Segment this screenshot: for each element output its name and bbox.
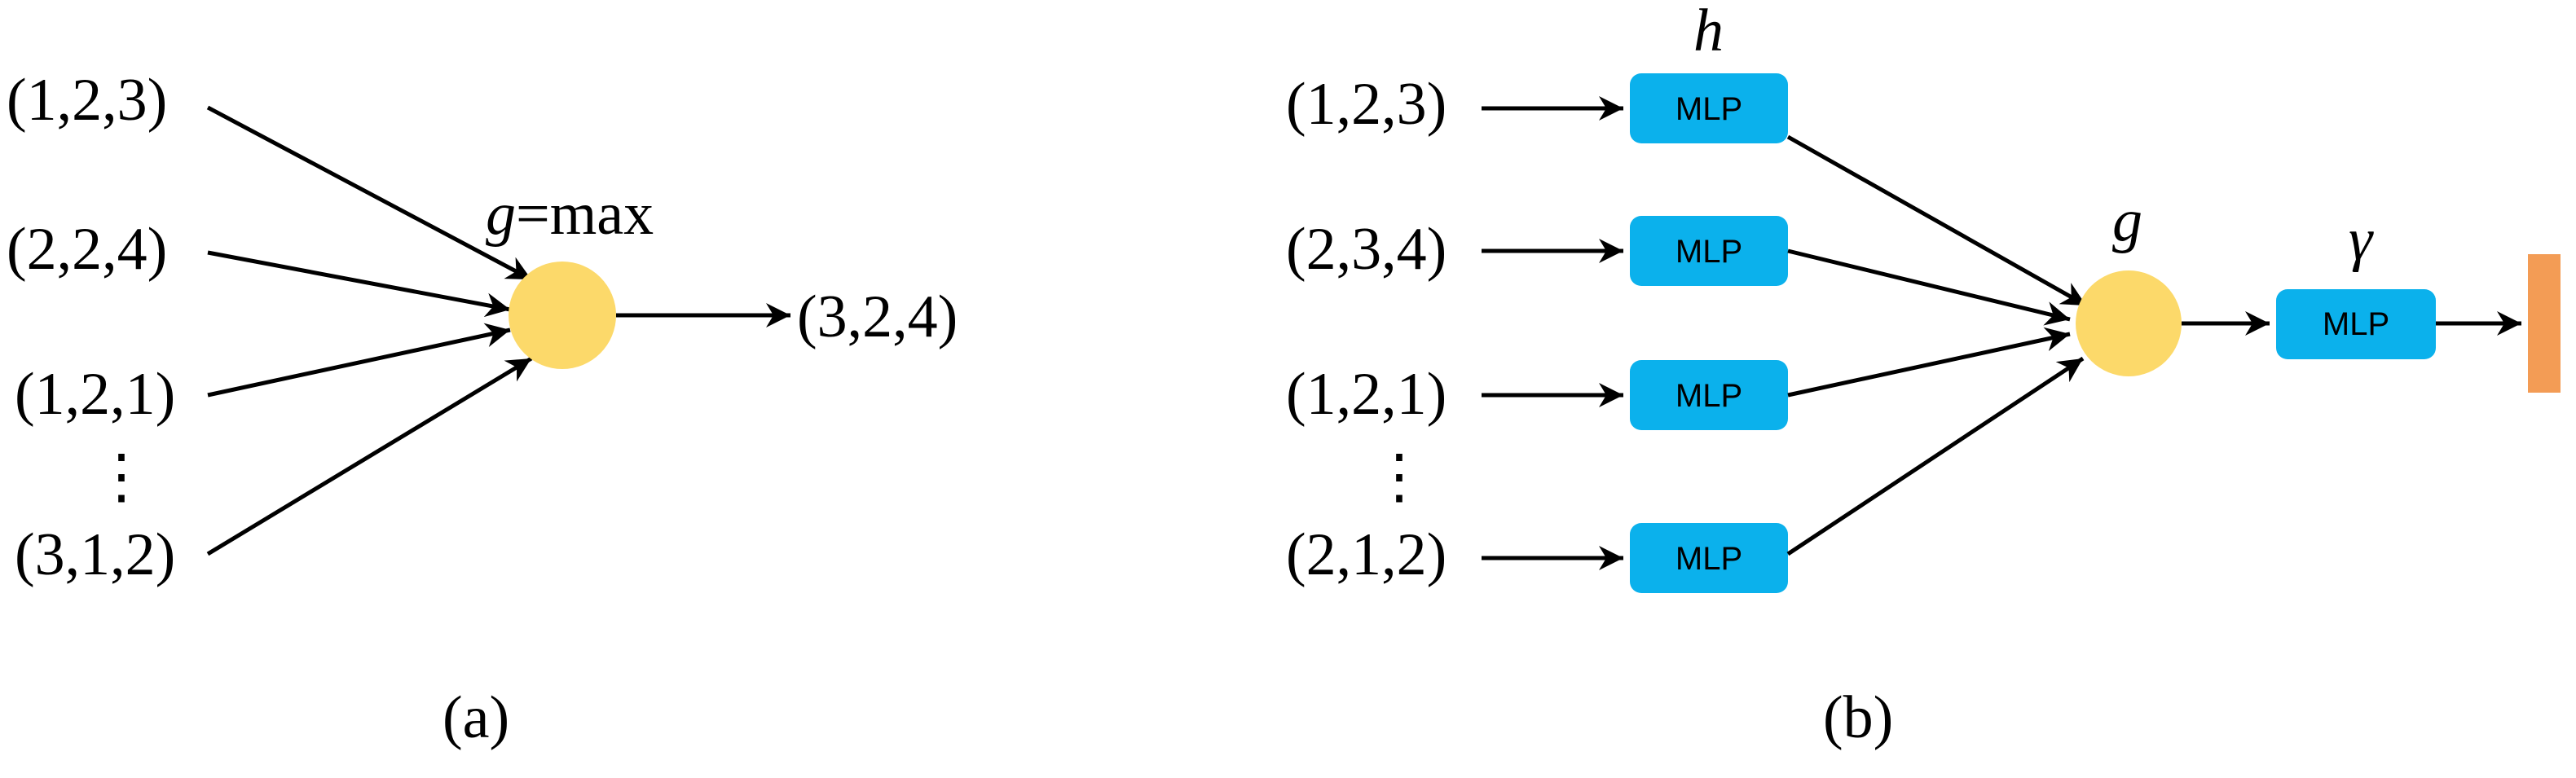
panel-b-edge-mid-3 — [1787, 327, 2071, 398]
mlp-label: MLP — [2323, 306, 2389, 342]
panel-b-g-label: g — [2112, 187, 2142, 254]
panel-b-input-2: (2,3,4) — [1286, 216, 1447, 283]
panel-a-max-node — [509, 262, 616, 369]
panel-a-edge-2 — [207, 250, 511, 318]
panel-b-caption: (b) — [1823, 684, 1893, 751]
panel-a-node-label: g=max — [486, 181, 654, 248]
panel-b-edge-mid-1 — [1786, 134, 2088, 308]
panel-a-output: (3,2,4) — [797, 284, 958, 350]
panel-b-input-4: (2,1,2) — [1286, 521, 1447, 588]
panel-a-input-1: (1,2,3) — [7, 67, 167, 134]
panel-b-g-node — [2076, 270, 2182, 376]
panel-b-input-3: (1,2,1) — [1286, 361, 1447, 428]
panel-b-gamma-label: γ — [2349, 206, 2374, 273]
panel-a-ellipsis: ⋮ — [91, 444, 152, 511]
panel-b-edge-mid-4 — [1786, 356, 2085, 556]
panel-a-input-2: (2,2,4) — [7, 216, 167, 283]
mlp-label: MLP — [1676, 541, 1742, 577]
panel-a-input-3: (1,2,1) — [15, 361, 175, 428]
panel-b-h-label: h — [1693, 0, 1724, 64]
panel-b-mlp-3: MLP — [1630, 360, 1788, 430]
panel-b-output-bar — [2528, 254, 2561, 393]
panel-b-mlp-4: MLP — [1630, 523, 1788, 593]
panel-b-mlp-1: MLP — [1630, 73, 1788, 143]
panel-a-edge-4 — [206, 356, 533, 556]
panel-b-ellipsis: ⋮ — [1369, 444, 1429, 511]
panel-a-caption: (a) — [443, 684, 509, 751]
mlp-label: MLP — [1676, 378, 1742, 414]
panel-a-edge-1 — [206, 105, 533, 282]
mlp-label: MLP — [1676, 91, 1742, 127]
panel-b-edge-mid-2 — [1787, 248, 2071, 326]
panel-b-mlp-gamma: MLP — [2276, 289, 2436, 359]
panel-a-input-4: (3,1,2) — [15, 521, 175, 588]
panel-a: (1,2,3) (2,2,4) (1,2,1) ⋮ (3,1,2) g=max … — [7, 67, 958, 751]
mlp-label: MLP — [1676, 234, 1742, 270]
panel-b-mlp-2: MLP — [1630, 216, 1788, 286]
panel-b: h (1,2,3) (2,3,4) (1,2,1) ⋮ (2,1,2) MLP … — [1286, 0, 2561, 751]
panel-b-input-1: (1,2,3) — [1286, 71, 1447, 138]
panel-a-edge-3 — [207, 323, 511, 398]
